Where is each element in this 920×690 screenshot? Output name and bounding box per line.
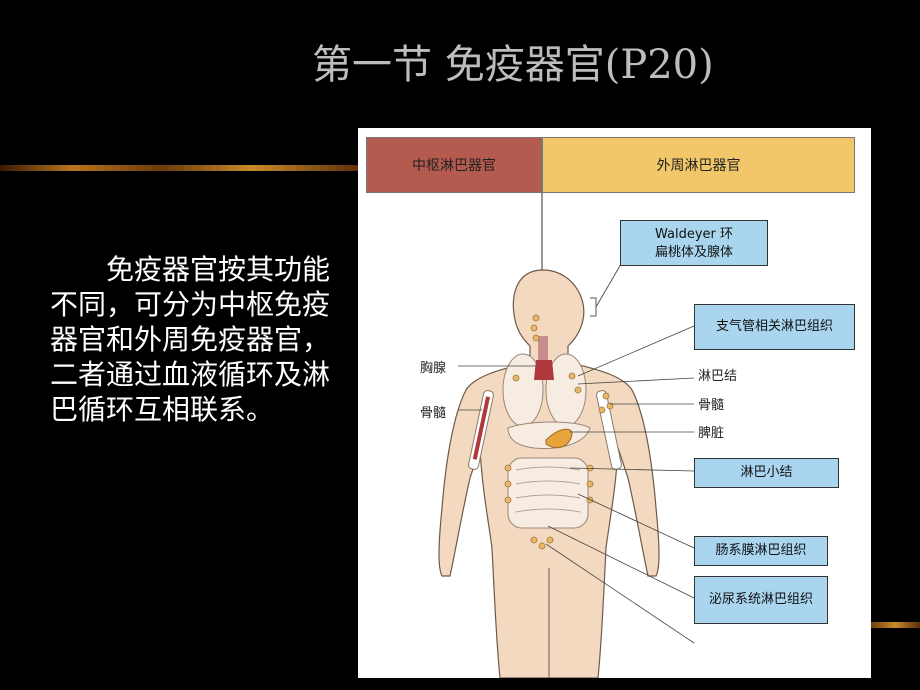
spleen-shape	[545, 428, 573, 449]
thymus-shape	[534, 360, 554, 380]
trachea-shape	[538, 336, 548, 372]
mesenteric-lymph-box: 肠系膜淋巴组织	[694, 536, 828, 566]
waldeyer-ring-subtitle: 扁桃体及腺体	[654, 245, 733, 260]
label-spleen: 脾脏	[698, 426, 725, 441]
lymph-nodules-box: 淋巴小结	[694, 458, 839, 488]
urinary-lymph-box: 泌尿系统淋巴组织	[694, 576, 828, 624]
decorative-stripe-right	[870, 622, 920, 628]
peripheral-lymphoid-header: 外周淋巴器官	[542, 137, 855, 193]
slide-body-text: 免疫器官按其功能不同，可分为中枢免疫器官和外周免疫器官，二者通过血液循环及淋巴循…	[50, 253, 331, 426]
central-lymphoid-header: 中枢淋巴器官	[366, 137, 542, 193]
label-lymph-node: 淋巴结	[698, 369, 738, 384]
slide-title: 第一节 免疫器官(P20)	[312, 42, 714, 88]
balt-box: 支气管相关淋巴组织	[694, 304, 855, 350]
label-thymus: 胸腺	[420, 361, 447, 376]
liver-shape	[507, 421, 591, 449]
label-bone-marrow-peripheral: 骨髓	[698, 398, 725, 413]
waldeyer-ring-title: Waldeyer 环	[654, 227, 734, 242]
body-illustration	[438, 193, 695, 678]
label-bone-marrow-central: 骨髓	[420, 406, 447, 421]
immune-organs-figure: 中枢淋巴器官 外周淋巴器官 Waldeyer 环 扁桃体及腺体 支气管相关淋巴组…	[358, 128, 871, 678]
waldeyer-ring-box: Waldeyer 环 扁桃体及腺体	[620, 220, 768, 266]
decorative-stripe-left	[0, 165, 360, 171]
lymph-node-dots	[504, 314, 614, 550]
leader-lines	[458, 325, 695, 644]
